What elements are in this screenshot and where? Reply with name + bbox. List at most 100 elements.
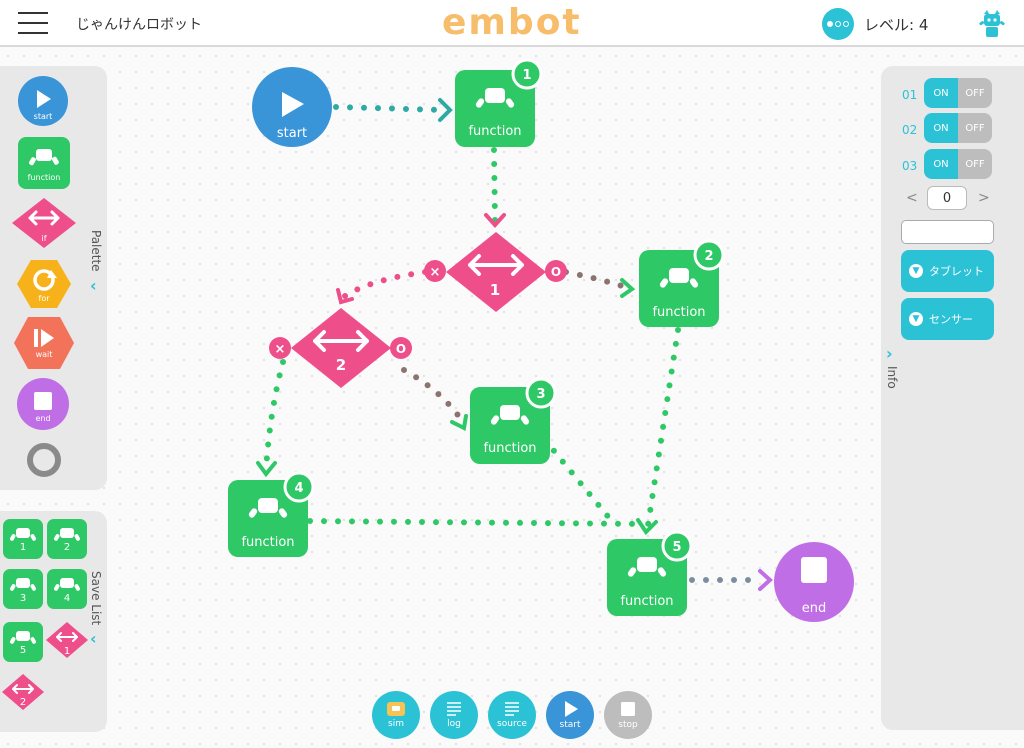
- connector-start-f1: [333, 104, 447, 113]
- function-number-badge: 3: [536, 387, 545, 402]
- toggle-off-button[interactable]: OFF: [958, 78, 992, 108]
- function-number-badge: 2: [704, 249, 713, 264]
- if-node-1[interactable]: 1 × O: [424, 232, 567, 312]
- function-node-3[interactable]: function 3: [470, 377, 557, 464]
- function-node-label: function: [241, 535, 294, 550]
- toggle-off-button[interactable]: OFF: [958, 113, 992, 143]
- palette-for-label: for: [38, 294, 50, 303]
- palette-tab-label[interactable]: Palette: [89, 230, 103, 272]
- saved-function-label: 1: [19, 542, 27, 553]
- level-label: レベル: 4: [864, 16, 929, 34]
- function-node-label: function: [652, 305, 705, 320]
- if-number: 1: [490, 281, 500, 299]
- saved-function-5[interactable]: [3, 622, 43, 662]
- source-button[interactable]: source: [488, 691, 536, 739]
- level-icon: [822, 8, 854, 40]
- saved-function-4[interactable]: [47, 569, 87, 609]
- connector-f2-f5: [645, 327, 681, 528]
- palette-start[interactable]: [17, 76, 71, 130]
- saved-function-label: 5: [19, 645, 27, 656]
- embot-logo: embot: [442, 2, 582, 43]
- saved-function-2[interactable]: [47, 519, 87, 559]
- chevron-left-icon[interactable]: ‹: [90, 276, 97, 295]
- stop-icon: [621, 702, 635, 716]
- function-node-2[interactable]: function 2: [639, 239, 725, 327]
- function-number-badge: 5: [672, 540, 681, 555]
- stop-label: stop: [618, 720, 638, 730]
- menu-icon[interactable]: [18, 10, 48, 36]
- function-node-1[interactable]: function 1: [455, 58, 543, 147]
- saved-function-label: 2: [63, 542, 71, 553]
- sim-button[interactable]: sim: [372, 691, 420, 739]
- info-tab-label[interactable]: Info: [885, 366, 899, 389]
- palette-for[interactable]: [17, 260, 71, 308]
- saved-if-label: 1: [63, 646, 71, 657]
- connector-f3-f5: [542, 437, 618, 528]
- start-node-label: start: [277, 126, 307, 141]
- app-title: じゃんけんロボット: [76, 17, 202, 33]
- connector-f1-if1: [491, 147, 498, 223]
- stepper-value[interactable]: 0: [927, 186, 967, 210]
- saved-function-label: 3: [19, 593, 27, 604]
- embot-robot-icon[interactable]: [976, 8, 1008, 40]
- palette-function[interactable]: [18, 137, 70, 189]
- saved-if-label: 2: [19, 697, 27, 708]
- chevron-right-icon[interactable]: ›: [886, 344, 893, 363]
- if-node-2[interactable]: 2 × O: [269, 308, 412, 388]
- sim-icon: [387, 702, 405, 716]
- palette-end-label: end: [35, 414, 51, 423]
- if-number: 2: [336, 356, 346, 374]
- palette-wait-label: wait: [35, 350, 53, 359]
- false-marker: ×: [430, 265, 441, 280]
- palette-if[interactable]: [12, 198, 76, 248]
- palette-if-label: if: [41, 234, 47, 243]
- palette-start-label: start: [33, 112, 53, 121]
- true-marker: O: [551, 265, 561, 279]
- function-node-label: function: [468, 124, 521, 139]
- false-marker: ×: [275, 342, 286, 357]
- stop-button[interactable]: stop: [604, 691, 652, 739]
- function-node-4[interactable]: function 4: [228, 471, 315, 557]
- connector-if2-true: [401, 367, 463, 421]
- log-button[interactable]: log: [430, 691, 478, 739]
- palette-function-label: function: [27, 173, 61, 182]
- toggle-off-button[interactable]: OFF: [958, 149, 992, 179]
- toggle-on-button[interactable]: ON: [924, 113, 958, 143]
- play-icon: [565, 701, 578, 717]
- saved-function-3[interactable]: [3, 569, 43, 609]
- function-number-badge: 4: [294, 481, 303, 496]
- saved-if-2[interactable]: [2, 674, 44, 710]
- function-node-label: function: [483, 441, 536, 456]
- toggle-number: 03: [902, 159, 918, 173]
- start-node[interactable]: start: [252, 67, 332, 147]
- palette-end[interactable]: [17, 378, 71, 432]
- function-node-5[interactable]: function 5: [607, 530, 693, 616]
- source-icon: [505, 702, 519, 716]
- app-header: じゃんけんロボット embot レベル: 4: [0, 0, 1024, 47]
- stepper-next-button[interactable]: >: [978, 190, 990, 206]
- chevron-left-icon[interactable]: ‹: [90, 629, 97, 648]
- connector-if2-false: [263, 359, 286, 473]
- connectors: [256, 98, 773, 591]
- tablet-button[interactable]: ▼ タブレット: [901, 250, 994, 292]
- connector-if1-true: [563, 269, 631, 291]
- toggle-on-button[interactable]: ON: [924, 149, 958, 179]
- end-node[interactable]: end: [774, 542, 854, 622]
- toggle-on-button[interactable]: ON: [924, 78, 958, 108]
- function-number-badge: 1: [522, 68, 531, 83]
- connector-if1-false: [342, 269, 428, 299]
- start-button[interactable]: start: [546, 691, 594, 739]
- saved-if-1[interactable]: [46, 622, 88, 658]
- function-node-label: function: [620, 594, 673, 609]
- start-label: start: [559, 720, 581, 730]
- saved-function-1[interactable]: [3, 519, 43, 559]
- palette-wait[interactable]: [14, 317, 74, 369]
- sim-label: sim: [388, 719, 404, 729]
- ring-icon[interactable]: [25, 441, 63, 479]
- sensor-button[interactable]: ▼ センサー: [901, 298, 994, 340]
- stepper-prev-button[interactable]: <: [906, 190, 918, 206]
- savelist-tab-label[interactable]: Save List: [89, 571, 103, 626]
- tablet-button-label: タブレット: [929, 265, 984, 278]
- info-text-field[interactable]: [901, 220, 994, 244]
